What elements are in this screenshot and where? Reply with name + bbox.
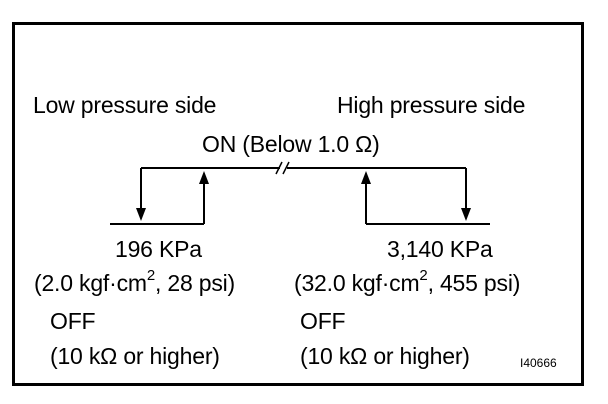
high-down-arrowhead xyxy=(461,208,471,221)
high-units-sup: 2 xyxy=(419,267,428,285)
figure-code: I40666 xyxy=(520,356,557,370)
low-pressure-units: (2.0 kgf·cm2, 28 psi) xyxy=(34,267,235,296)
low-side-heading: Low pressure side xyxy=(33,92,217,118)
low-off-resistance: (10 kΩ or higher) xyxy=(50,343,220,369)
high-pressure-value: 3,140 KPa xyxy=(387,236,493,262)
low-units-pre: (2.0 kgf·cm xyxy=(34,270,147,296)
low-units-sup: 2 xyxy=(146,267,155,285)
low-down-arrowhead xyxy=(136,208,146,221)
high-units-pre: (32.0 kgf·cm xyxy=(294,270,420,296)
high-off-label: OFF xyxy=(300,308,346,334)
high-off-resistance: (10 kΩ or higher) xyxy=(300,343,470,369)
low-off-label: OFF xyxy=(50,308,96,334)
high-side-heading: High pressure side xyxy=(337,92,526,118)
low-up-arrowhead xyxy=(199,171,209,184)
high-pressure-units: (32.0 kgf·cm2, 455 psi) xyxy=(294,267,521,296)
line-break-mark xyxy=(275,161,290,175)
low-pressure-value: 196 KPa xyxy=(115,236,202,262)
high-up-arrowhead xyxy=(361,171,371,184)
on-state-label: ON (Below 1.0 Ω) xyxy=(202,131,380,157)
high-units-post: , 455 psi) xyxy=(427,270,521,296)
diagram-frame xyxy=(12,22,584,386)
low-units-post: , 28 psi) xyxy=(154,270,235,296)
